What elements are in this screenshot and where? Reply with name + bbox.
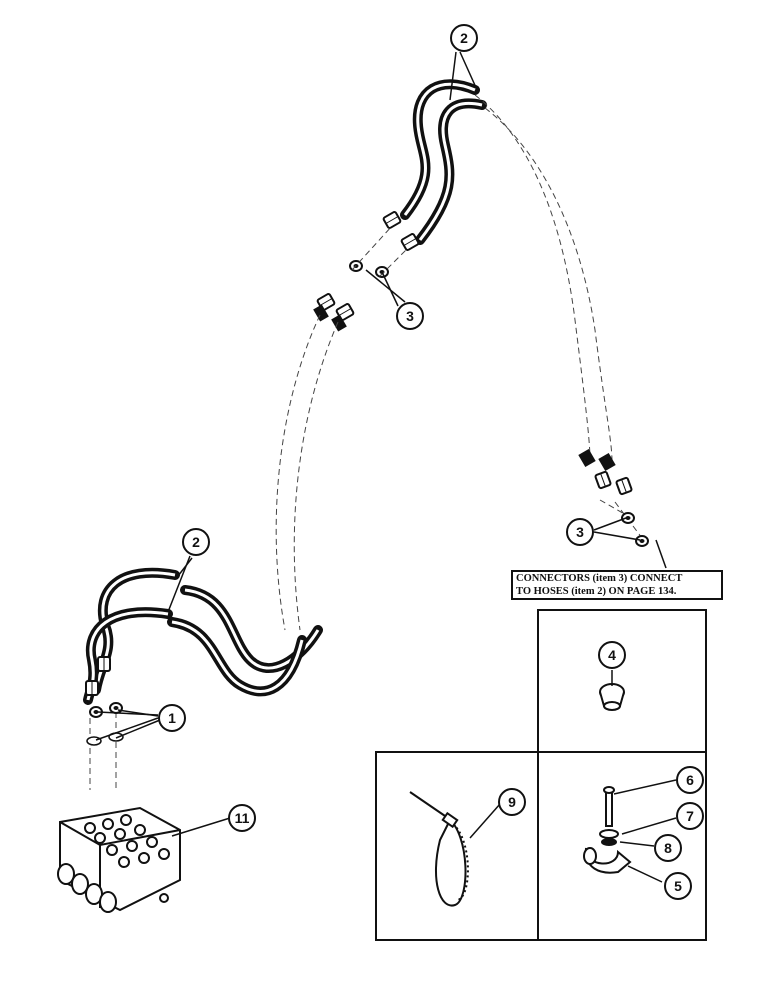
connector-note: CONNECTORS (item 3) CONNECT TO HOSES (it… — [511, 570, 723, 600]
lower-hose-assembly — [83, 567, 323, 746]
detail-panels — [375, 609, 707, 941]
callout-3-top: 3 — [396, 302, 424, 330]
callout-9-label: 9 — [508, 794, 516, 810]
callout-11-label: 11 — [235, 810, 250, 826]
callout-7-label: 7 — [686, 808, 694, 824]
top-hose-end-fitting-left — [381, 210, 403, 230]
callout-2-top-label: 2 — [460, 30, 468, 46]
callout-1: 1 — [158, 704, 186, 732]
callout-7: 7 — [676, 802, 704, 830]
bolt-clamp-part — [583, 786, 632, 874]
right-connector-a — [621, 512, 635, 524]
callout-8-label: 8 — [664, 840, 672, 856]
right-connector-b — [635, 535, 649, 547]
top-hose-assembly — [313, 79, 487, 332]
callout-6-label: 6 — [686, 772, 694, 788]
callout-3-right: 3 — [566, 518, 594, 546]
callout-8: 8 — [654, 834, 682, 862]
callout-3-top-label: 3 — [406, 308, 414, 324]
callout-5-label: 5 — [674, 878, 682, 894]
callout-2-left-label: 2 — [192, 534, 200, 550]
callout-3-right-label: 3 — [576, 524, 584, 540]
callout-5: 5 — [664, 872, 692, 900]
right-hose-fittings — [578, 448, 649, 547]
callout-2-left: 2 — [182, 528, 210, 556]
leader-lines — [95, 51, 677, 883]
connector-note-line-1: CONNECTORS (item 3) CONNECT — [516, 573, 683, 584]
top-hose-end-fitting-right — [399, 232, 421, 252]
callout-1-label: 1 — [168, 710, 176, 726]
plug-part — [599, 683, 625, 711]
routing-lines — [89, 94, 643, 790]
cable-tie-part — [409, 791, 469, 907]
callout-4: 4 — [598, 641, 626, 669]
callout-4-label: 4 — [608, 647, 616, 663]
port-adapter-b — [109, 702, 123, 714]
callout-6: 6 — [676, 766, 704, 794]
callout-2-top: 2 — [450, 24, 478, 52]
callout-9: 9 — [498, 788, 526, 816]
control-valve — [57, 806, 181, 913]
callout-11: 11 — [228, 804, 256, 832]
connector-note-line-2: TO HOSES (item 2) ON PAGE 134. — [516, 585, 677, 597]
